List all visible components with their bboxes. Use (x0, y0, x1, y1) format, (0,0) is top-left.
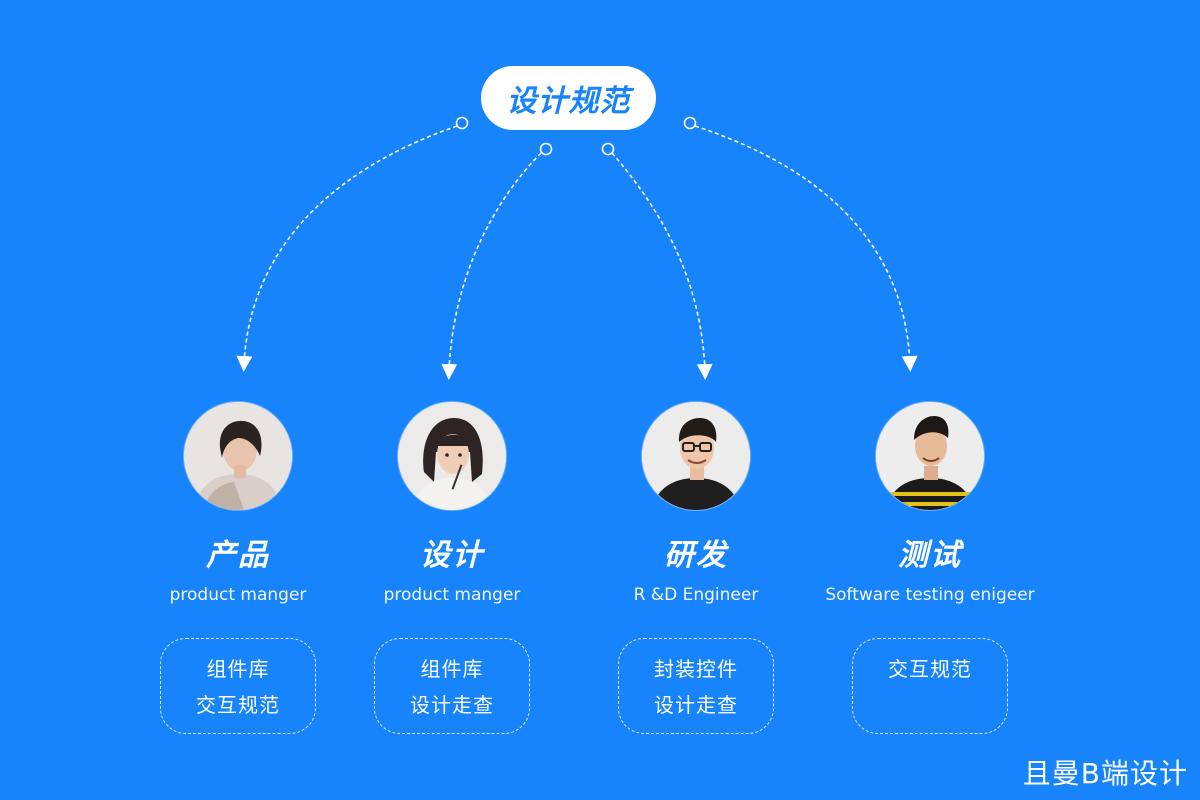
role-product: 产品 product manger 组件库 交互规范 (118, 402, 358, 734)
role-subtitle-dev: R &D Engineer (633, 585, 759, 605)
role-design: 设计 product manger 组件库 设计走查 (332, 402, 572, 734)
role-name-design: 设计 (420, 538, 484, 573)
tag-box-test: 交互规范 (852, 638, 1008, 734)
connector-product (236, 125, 458, 372)
avatar-test (876, 402, 984, 510)
watermark: 且曼B端设计 (1022, 757, 1188, 790)
tag-box-dev: 封装控件 设计走查 (618, 638, 774, 734)
role-dev: 研发 R &D Engineer 封装控件 设计走查 (576, 402, 816, 734)
avatar-product (184, 402, 292, 510)
connector-node-test (683, 116, 697, 130)
tag-item: 封装控件 (654, 657, 738, 681)
tag-box-product: 组件库 交互规范 (160, 638, 316, 734)
connector-node-dev (601, 142, 615, 156)
connector-test (694, 125, 918, 372)
tag-item: 组件库 (420, 657, 484, 681)
title-pill: 设计规范 (481, 66, 656, 130)
tag-item: 交互规范 (888, 657, 972, 681)
tag-item: 设计走查 (654, 693, 738, 717)
role-name-dev: 研发 (664, 538, 728, 573)
tag-item: 交互规范 (196, 693, 280, 717)
connector-dev (611, 152, 713, 380)
role-subtitle-design: product manger (383, 585, 521, 605)
tag-box-design: 组件库 设计走查 (374, 638, 530, 734)
role-name-test: 测试 (898, 538, 962, 573)
connector-node-product (455, 116, 469, 130)
role-test: 测试 Software testing enigeer 交互规范 (810, 402, 1050, 734)
connector-design (441, 152, 542, 380)
avatar-dev (642, 402, 750, 510)
role-subtitle-test: Software testing enigeer (825, 585, 1035, 605)
title-text: 设计规范 (506, 84, 631, 119)
tag-item: 组件库 (206, 657, 270, 681)
connector-node-design (539, 142, 553, 156)
avatar-design (398, 402, 506, 510)
role-name-product: 产品 (206, 538, 270, 573)
role-subtitle-product: product manger (169, 585, 307, 605)
tag-item: 设计走查 (410, 693, 494, 717)
